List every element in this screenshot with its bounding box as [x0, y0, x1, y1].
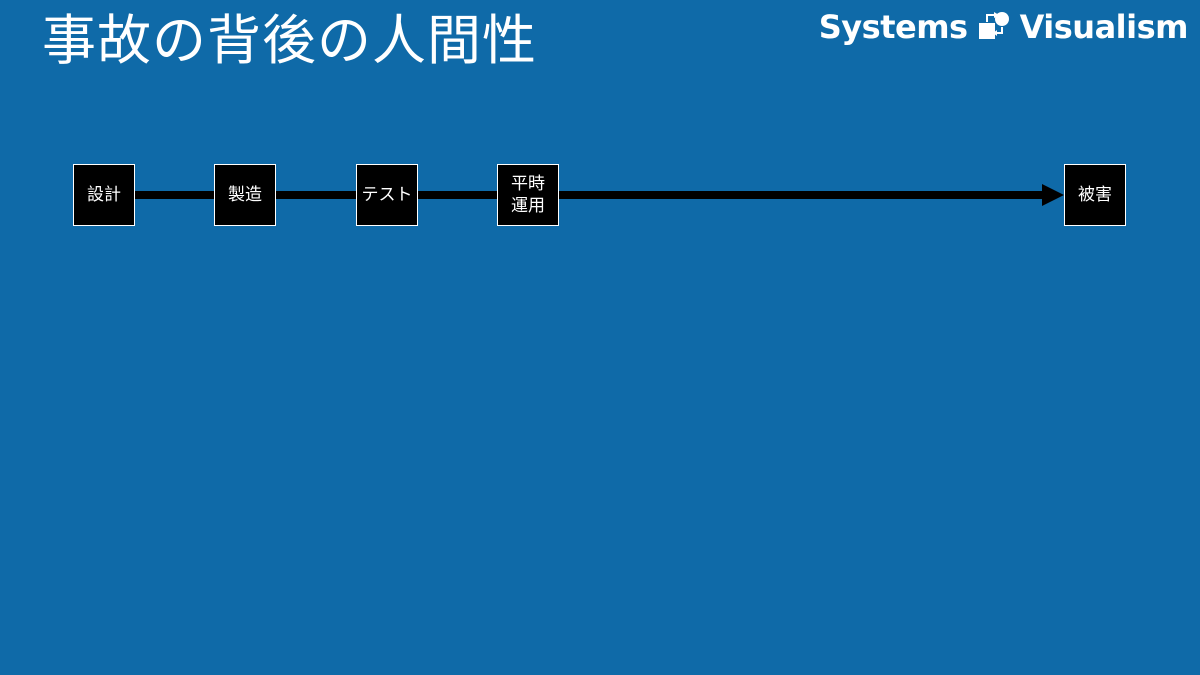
- stage-label: 平時 運用: [511, 174, 545, 216]
- brand-logo-group: Systems Visualism: [818, 8, 1189, 46]
- stage-label: テスト: [361, 185, 413, 205]
- timeline-arrow-head: [1042, 184, 1064, 206]
- brand-suffix: Visualism: [1019, 8, 1189, 46]
- stage-label: 設計: [87, 185, 121, 205]
- stage-box-normal-operation: 平時 運用: [497, 164, 559, 226]
- stage-box-damage: 被害: [1064, 164, 1126, 226]
- brand-name: Systems: [818, 8, 968, 46]
- stage-label: 製造: [228, 185, 262, 205]
- stage-label: 被害: [1078, 185, 1112, 205]
- stage-box-manufacturing: 製造: [214, 164, 276, 226]
- stage-box-test: テスト: [356, 164, 418, 226]
- page-title: 事故の背後の人間性: [42, 9, 537, 72]
- stage-box-design: 設計: [73, 164, 135, 226]
- systems-visualism-logo-icon: [978, 12, 1009, 39]
